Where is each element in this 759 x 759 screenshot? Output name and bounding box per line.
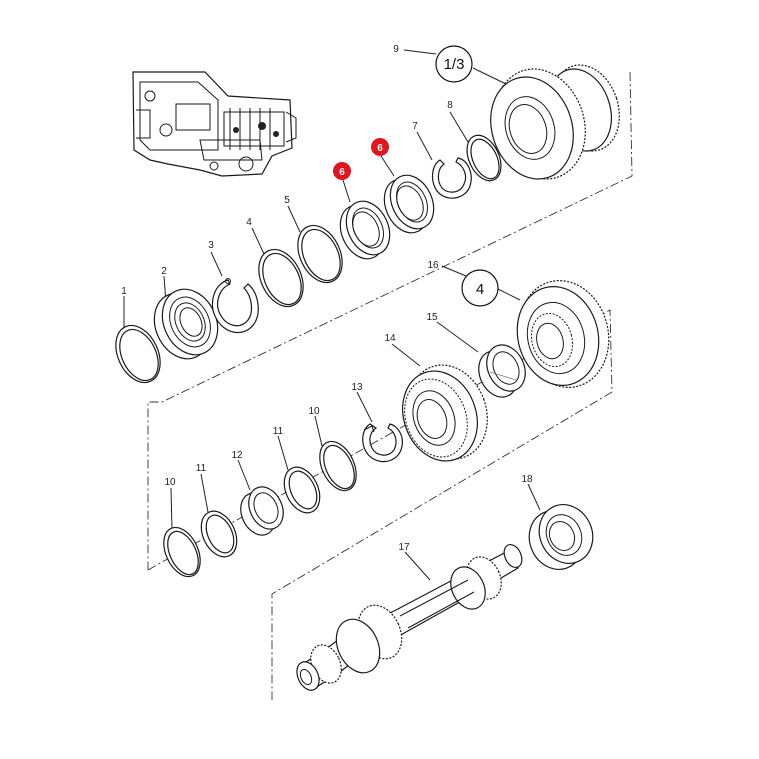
label-15: 15	[426, 312, 438, 323]
label-4: 4	[246, 217, 252, 228]
part-11-ring-upper	[283, 466, 321, 514]
part-8-ring	[466, 134, 502, 182]
part-14-synchronizer	[402, 364, 488, 462]
label-12: 12	[231, 450, 243, 461]
label-7: 7	[412, 121, 418, 132]
part-5-ring	[297, 224, 343, 284]
part-15-bushing	[478, 344, 526, 398]
highlight-badge-6-upper: 6	[371, 138, 389, 156]
label-14: 14	[384, 333, 396, 344]
part-10-ring-lower	[163, 526, 201, 578]
label-18: 18	[521, 474, 533, 485]
part-3-snap-ring	[211, 278, 259, 334]
label-1: 1	[121, 286, 127, 297]
part-7-snap-ring	[431, 157, 472, 199]
part-6-spacer-ring-upper	[383, 174, 435, 234]
label-10-upper: 10	[308, 406, 320, 417]
label-10-lower: 10	[164, 477, 176, 488]
part-12-needle-bearing	[240, 486, 284, 536]
part-labels: 1 2 3 4 5 7 8 9 16 15 14 13 10 11 12 11 …	[121, 44, 533, 553]
part-1-ring	[115, 324, 161, 384]
part-9-double-gear	[490, 64, 620, 180]
part-10-ring-upper	[319, 440, 357, 492]
transmission-thumbnail	[132, 71, 297, 177]
svg-text:6: 6	[339, 167, 345, 178]
group-callout-1-3: 1/3	[435, 45, 473, 83]
leader-lines	[123, 49, 541, 581]
part-16-gear	[516, 280, 610, 388]
svg-text:4: 4	[476, 281, 484, 298]
part-11-ring-lower	[200, 510, 238, 558]
label-3: 3	[208, 240, 214, 251]
part-18-bearing	[528, 504, 594, 570]
part-13-snap-ring	[362, 423, 403, 463]
label-9: 9	[393, 44, 399, 55]
part-6-spacer-ring-lower	[339, 200, 391, 260]
label-2: 2	[161, 266, 167, 277]
part-2-bearing	[153, 288, 219, 360]
highlight-badge-6-lower: 6	[333, 162, 351, 180]
label-11-upper: 11	[273, 426, 284, 437]
label-17: 17	[398, 542, 410, 553]
part-4-ring	[258, 248, 304, 308]
top-shaft-frame	[147, 71, 633, 570]
part-17-shaft	[296, 544, 523, 691]
label-8: 8	[447, 100, 453, 111]
label-5: 5	[284, 195, 290, 206]
svg-text:6: 6	[377, 143, 383, 154]
svg-text:1/3: 1/3	[444, 56, 465, 73]
label-13: 13	[351, 382, 363, 393]
group-callout-4: 4	[461, 269, 499, 307]
label-16: 16	[427, 260, 439, 271]
label-11-lower: 11	[196, 463, 207, 474]
